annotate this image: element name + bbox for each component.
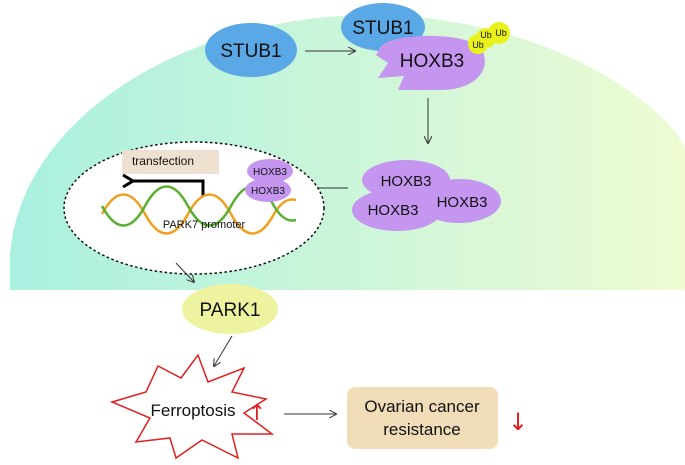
dna-icon (100, 185, 297, 235)
stub1-free: STUB1 (205, 23, 297, 77)
park1-shape (182, 284, 278, 334)
stub1-bound-label: STUB1 (352, 18, 413, 39)
ub-label-1: Ub (472, 40, 484, 50)
nucleus: transfection PARK7 promoter HOXB3 HOXB3 (63, 141, 325, 275)
promoter-label: PARK7 promoter (163, 219, 246, 231)
hoxb3-degraded-shape (376, 35, 485, 90)
hoxb3-cluster-shape-3 (417, 179, 501, 223)
park1: PARK1 (182, 284, 278, 334)
ubiquitin-icon: Ub Ub Ub (468, 22, 510, 54)
cell-death-icon (109, 353, 275, 460)
resistance-label-line2: resistance (383, 420, 460, 439)
stub1-free-label: STUB1 (220, 41, 281, 62)
ferroptosis-up-arrow: ↑ (248, 401, 266, 426)
transcription-arrow-icon (133, 181, 205, 196)
stub1-hoxb3-complex: STUB1 HOXB3 Ub Ub Ub (341, 3, 510, 90)
arrow-nucleus-to-park1 (175, 262, 194, 282)
ferroptosis-label: Ferroptosis (150, 401, 235, 420)
nucleus-hoxb3-label-2: HOXB3 (251, 186, 285, 197)
ub-label-2: Ub (480, 30, 492, 40)
hoxb3-cluster-label-2: HOXB3 (368, 202, 419, 219)
hoxb3-cluster-label-1: HOXB3 (381, 173, 432, 190)
hoxb3-cluster-label-3: HOXB3 (437, 194, 488, 211)
park1-label: PARK1 (200, 300, 261, 321)
stub1-free-shape (205, 23, 297, 77)
resistance-box: Ovarian cancer resistance (347, 387, 498, 449)
nucleus-hoxb3-shape-1 (247, 159, 293, 183)
resistance-down-arrow: ↓ (508, 408, 528, 436)
nucleus-hoxb3-label-1: HOXB3 (253, 167, 287, 178)
nucleus-hoxb3-shape-2 (245, 178, 291, 202)
arrow-park1-to-ferroptosis (214, 335, 233, 366)
hoxb3-bound-label: HOXB3 (400, 51, 464, 72)
transfection-box (122, 150, 219, 174)
transfection-label: transfection (132, 154, 194, 168)
ub-label-3: Ub (495, 28, 507, 38)
resistance-label-line1: Ovarian cancer (364, 397, 480, 416)
resistance-box-shape (347, 387, 498, 449)
ferroptosis: Ferroptosis ↑ (109, 353, 275, 460)
hoxb3-cluster: HOXB3 HOXB3 HOXB3 (352, 160, 501, 231)
